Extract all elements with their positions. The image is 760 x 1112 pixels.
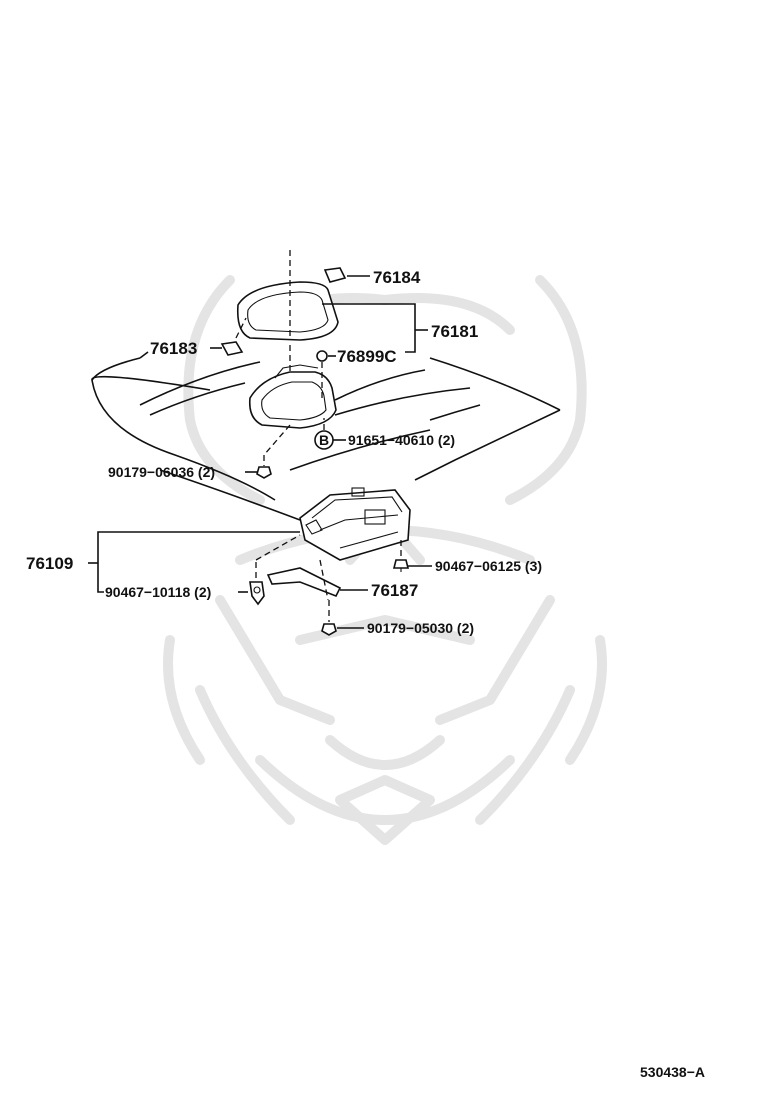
bolt-b-marker: B (314, 430, 334, 450)
label-90179-06036: 90179−06036 (2) (108, 464, 215, 480)
bracket-76187 (266, 567, 342, 598)
label-90467-10118: 90467−10118 (2) (105, 584, 211, 600)
nut-90179-06036 (256, 466, 272, 479)
bezel-76181-upper (236, 281, 339, 341)
label-76899c: 76899C (337, 347, 397, 366)
clip-76184 (323, 267, 347, 283)
label-76109: 76109 (26, 554, 73, 573)
base-76109 (299, 487, 411, 561)
console-outline (91, 357, 561, 521)
label-76183: 76183 (150, 339, 197, 358)
label-76181: 76181 (431, 322, 478, 341)
clip-90467-10118 (249, 581, 265, 606)
bolt-b-letter: B (319, 432, 329, 448)
label-76187: 76187 (371, 581, 418, 600)
bezel-76181-lower (248, 364, 337, 429)
label-90467-06125: 90467−06125 (3) (435, 558, 542, 574)
clip-76899c (316, 350, 328, 362)
nut-90179-05030 (321, 623, 337, 636)
label-91651: 91651−40610 (2) (348, 432, 455, 448)
clip-76183 (220, 341, 244, 356)
diagram-id: 530438−A (640, 1064, 705, 1080)
bolt-90467-06125 (392, 559, 410, 572)
label-90179-05030: 90179−05030 (2) (367, 620, 474, 636)
label-76184: 76184 (373, 268, 421, 287)
